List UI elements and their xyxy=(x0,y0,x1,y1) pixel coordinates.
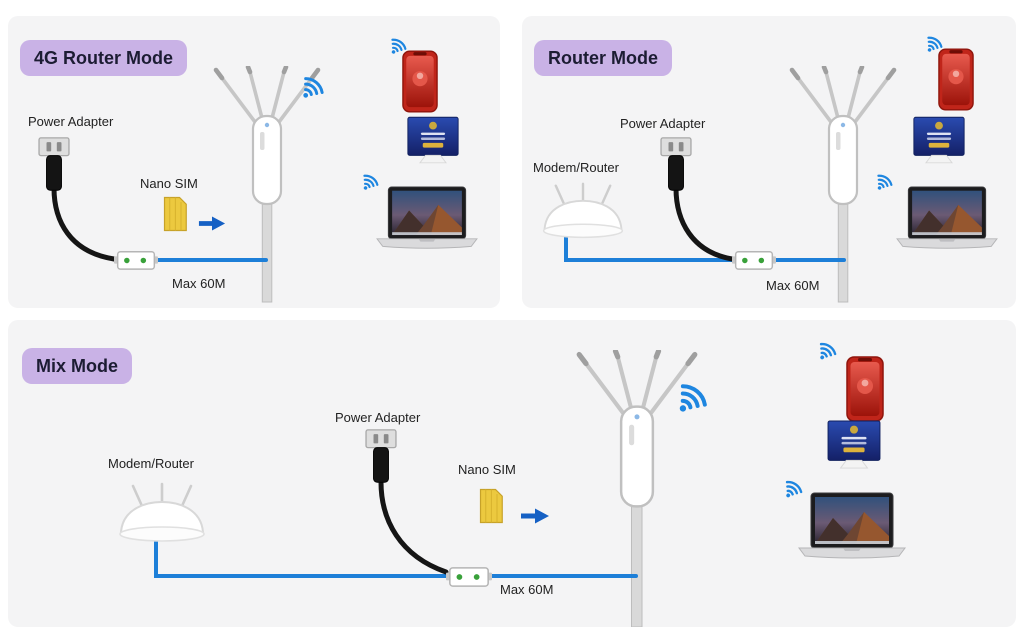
wifi-icon-laptop xyxy=(870,172,895,196)
smartphone-icon xyxy=(402,50,438,113)
poe-injector-icon xyxy=(114,250,158,270)
wifi-icon-router xyxy=(294,74,327,106)
max-distance-label: Max 60M xyxy=(500,582,554,597)
power-adapter-icon xyxy=(38,137,70,191)
nano-sim-icon xyxy=(163,196,187,232)
ethernet-cable-modem xyxy=(154,538,448,578)
modem-router-label: Modem/Router xyxy=(108,456,194,471)
diagram-art-4g-router-mode xyxy=(38,36,478,303)
login-screen-icon xyxy=(407,116,459,164)
power-cable xyxy=(673,185,735,262)
diagram-art-router-mode xyxy=(542,34,998,303)
ethernet-cable-modem xyxy=(564,226,734,262)
insert-arrow-icon xyxy=(198,216,226,231)
outdoor-router-icon xyxy=(579,351,695,506)
panel-router-mode: Router Mode Power Adapter Modem/Router M… xyxy=(522,16,1016,308)
login-screen-icon xyxy=(827,420,881,469)
power-cable xyxy=(51,185,117,262)
nano-sim-label: Nano SIM xyxy=(140,176,198,191)
power-adapter-label: Power Adapter xyxy=(620,116,706,131)
panel-title-4g-router-mode: 4G Router Mode xyxy=(20,40,188,76)
nano-sim-label: Nano SIM xyxy=(458,462,516,477)
outdoor-router-icon xyxy=(216,67,318,204)
poe-injector-icon xyxy=(732,250,776,270)
wifi-icon-laptop xyxy=(356,172,381,196)
power-adapter-icon xyxy=(660,137,692,191)
smartphone-icon xyxy=(846,356,884,422)
panel-4g-router-mode: 4G Router Mode Power Adapter Nano SIM Ma… xyxy=(8,16,500,308)
modem-router-icon xyxy=(542,182,624,239)
panel-title-router-mode: Router Mode xyxy=(534,40,672,76)
power-adapter-label: Power Adapter xyxy=(28,114,114,129)
laptop-icon xyxy=(376,186,478,249)
power-cable xyxy=(378,479,449,575)
nano-sim-icon xyxy=(479,488,503,524)
modem-router-icon xyxy=(118,482,206,543)
panel-title-mix-mode: Mix Mode xyxy=(22,348,133,384)
wifi-icon-router xyxy=(667,380,711,423)
laptop-icon xyxy=(896,186,998,249)
smartphone-icon xyxy=(938,48,974,111)
insert-arrow-icon xyxy=(521,508,549,524)
max-distance-label: Max 60M xyxy=(766,278,820,293)
modem-router-label: Modem/Router xyxy=(533,160,619,175)
poe-injector-icon xyxy=(446,567,492,587)
wifi-icon-phone xyxy=(812,340,839,366)
login-screen-icon xyxy=(913,116,965,164)
max-distance-label: Max 60M xyxy=(172,276,226,291)
wifi-icon-laptop xyxy=(778,478,805,504)
power-adapter-icon xyxy=(365,429,397,483)
panel-mix-mode: Mix Mode Modem/Router Power Adapter Nano… xyxy=(8,320,1016,627)
power-adapter-label: Power Adapter xyxy=(335,410,421,425)
diagram-art-mix-mode xyxy=(118,340,906,627)
laptop-icon xyxy=(798,492,906,559)
